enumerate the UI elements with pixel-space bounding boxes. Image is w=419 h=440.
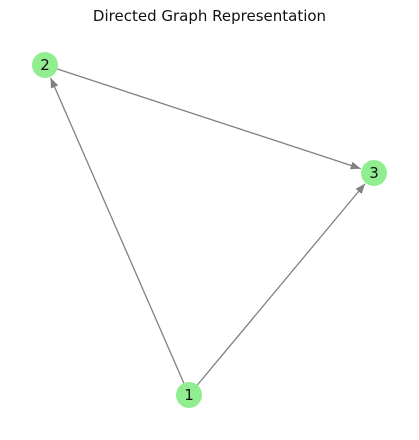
node-label-1: 1 xyxy=(184,386,194,404)
graph-title: Directed Graph Representation xyxy=(92,7,327,25)
node-label-3: 3 xyxy=(369,164,379,182)
edges-layer xyxy=(50,68,366,386)
node-circle-3 xyxy=(361,160,387,186)
node-label-2: 2 xyxy=(40,56,50,74)
node-1: 1 xyxy=(176,382,202,408)
node-circle-2 xyxy=(32,52,58,78)
node-3: 3 xyxy=(361,160,387,186)
edge-1-to-3 xyxy=(196,183,366,386)
nodes-layer: 2 3 1 xyxy=(32,52,387,408)
node-circle-1 xyxy=(176,382,202,408)
edge-1-to-2 xyxy=(50,77,185,384)
edge-2-to-3 xyxy=(57,68,361,170)
node-2: 2 xyxy=(32,52,58,78)
